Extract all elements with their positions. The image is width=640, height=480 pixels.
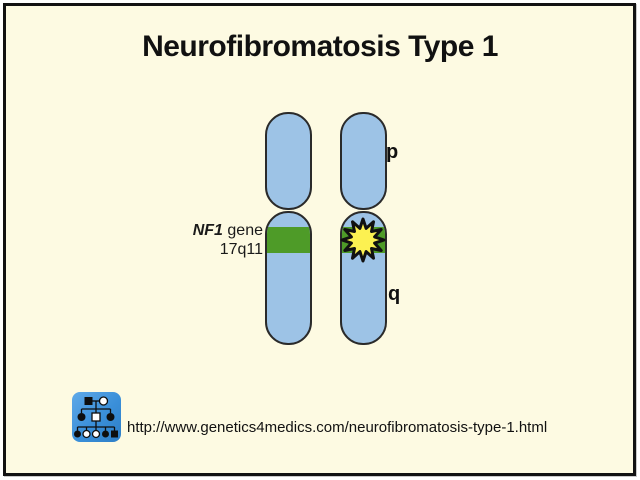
chromosome-mutated-p-arm xyxy=(340,112,387,210)
genetics4medics-logo xyxy=(72,392,121,442)
source-url: http://www.genetics4medics.com/neurofibr… xyxy=(127,419,548,436)
gene-suffix: gene xyxy=(222,222,263,239)
gene-name: NF1 xyxy=(192,222,223,239)
page-title: Neurofibromatosis Type 1 xyxy=(142,30,498,63)
starburst-mutation-icon xyxy=(340,217,386,263)
chromosome-normal-p-arm xyxy=(265,112,312,210)
gene-label: NF1 gene 17q11 xyxy=(193,221,263,259)
nf1-gene-band xyxy=(267,227,310,253)
gene-label-line1: NF1 gene xyxy=(193,221,263,240)
chromosome-normal-q-arm xyxy=(265,211,312,345)
q-arm-label: q xyxy=(388,283,401,305)
p-arm-label: p xyxy=(386,141,399,163)
gene-location: 17q11 xyxy=(219,241,263,258)
pedigree-chart-icon xyxy=(74,396,118,439)
